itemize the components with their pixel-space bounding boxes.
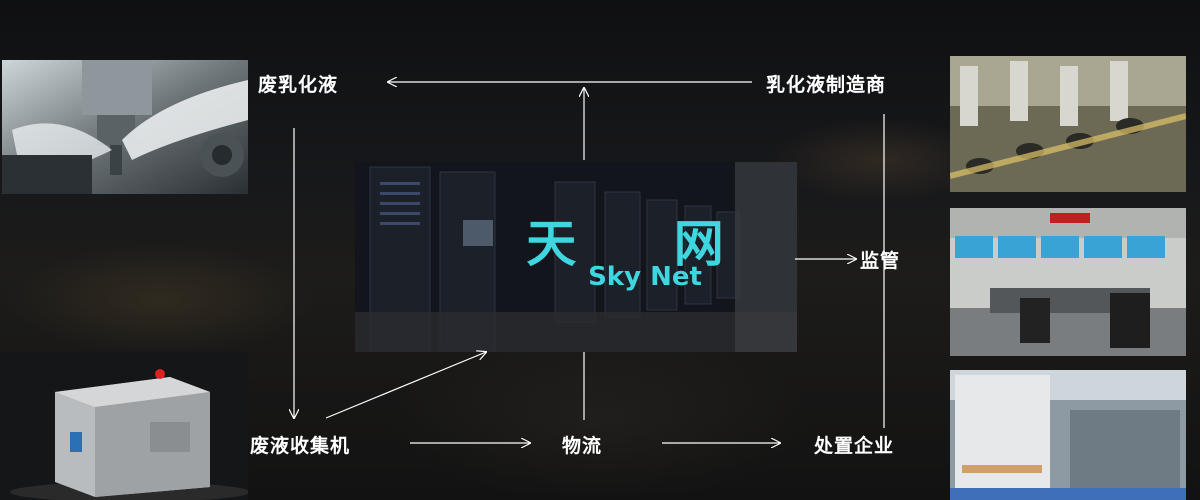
sky-net-title-en: Sky Net [588,262,702,292]
sky-net-title-cn: 天 网 [526,215,764,273]
node-logistics: 物流 [562,435,603,457]
collector-machine-photo [0,352,248,500]
disposal-plant-photo [950,370,1186,500]
arrow-collector-to-skynet [325,352,486,419]
control-room-photo [950,208,1186,356]
node-waste-emulsion: 废乳化液 [258,74,339,96]
production-line-photo [950,56,1186,192]
node-disposal-company: 处置企业 [814,435,895,457]
node-supervision: 监管 [860,250,901,272]
sky-net-center-image: 天 网 Sky Net [355,162,797,352]
node-waste-collector: 废液收集机 [250,435,351,457]
machining-photo [2,60,248,194]
node-emulsion-manufacturer: 乳化液制造商 [766,74,887,96]
